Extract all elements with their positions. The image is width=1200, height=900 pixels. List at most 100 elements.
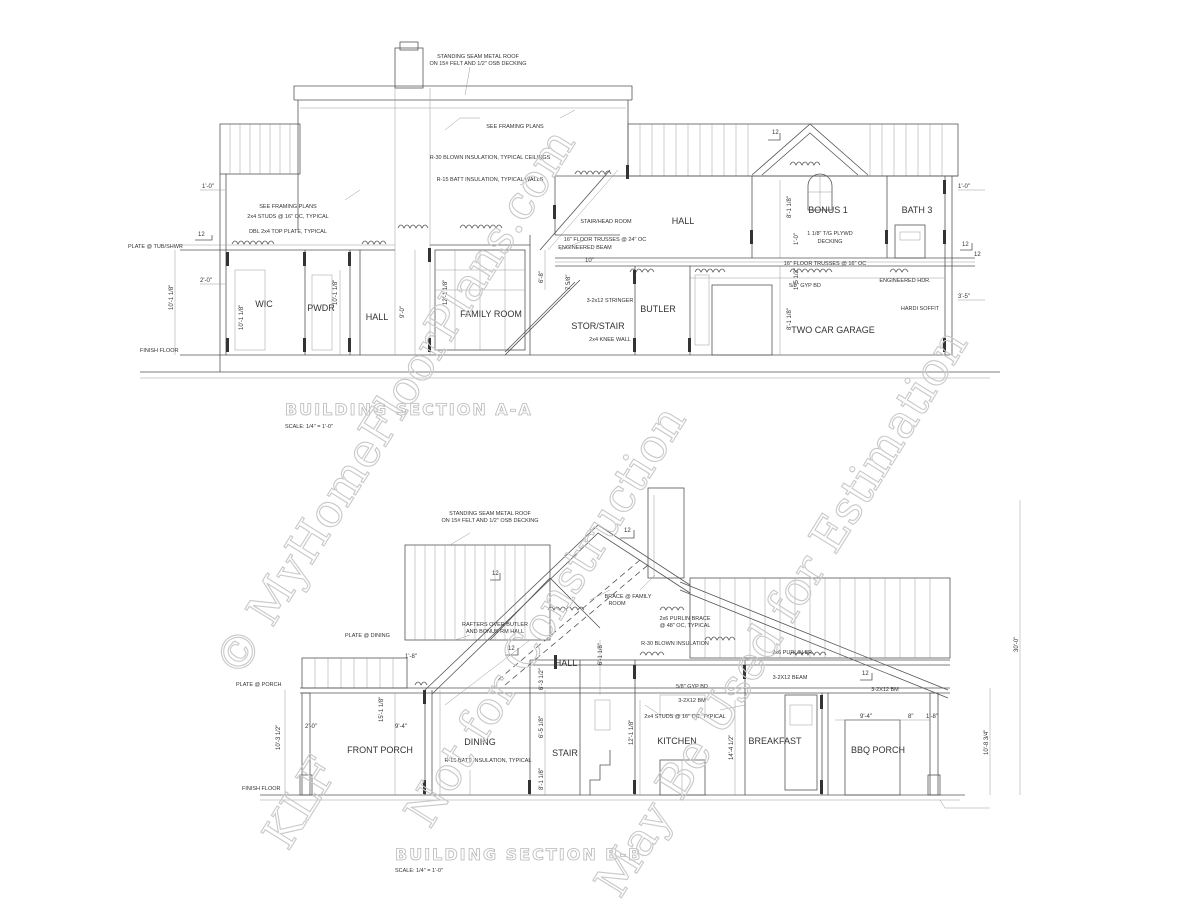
dim-b9: 8'-1 1/8" <box>539 768 545 790</box>
dim-a11: 8'-1 1/8" <box>787 308 793 330</box>
beam-note-b3: 3-2X12 BM <box>871 687 899 693</box>
section-a-scale: SCALE: 1/4" = 1'-0" <box>285 424 333 430</box>
section-a-drawing <box>140 41 1000 379</box>
top-plate-note: DBL 2x4 TOP PLATE, TYPICAL <box>249 229 327 235</box>
r15-note: R-15 BATT INSULATION, TYPICAL WALLS <box>437 177 544 183</box>
dim-a10: 8'-1 1/8" <box>787 196 793 218</box>
pitch-a3: 12 <box>962 242 969 248</box>
r30-note-b: R-30 BLOWN INSULATION <box>641 641 709 647</box>
room-stair: STAIR <box>552 748 578 758</box>
dim-b5: 10'-3 1/2" <box>276 725 282 750</box>
beam-note-b2: 3-2X12 BM <box>678 698 706 704</box>
framing-note-2: SEE FRAMING PLANS <box>259 204 317 210</box>
section-b-labels: STANDING SEAM METAL ROOF ON 15# FELT AND… <box>236 511 1020 874</box>
gyp-note: 5/8" GYP BD <box>789 283 821 289</box>
rafters-note: RAFTERS OVER BUTLER <box>462 622 528 628</box>
room-family: FAMILY ROOM <box>460 309 522 319</box>
purlin-note: 2x6 PURLIN BRACE <box>659 616 710 622</box>
room-wic: WIC <box>255 299 273 309</box>
dim-a15: 3'-5" <box>958 294 970 300</box>
room-breakfast: BREAKFAST <box>748 736 802 746</box>
purlin-br-note: 2x6 PURLIN BR. <box>772 650 814 656</box>
roof-note-2: ON 15# FELT AND 1/2" OSB DECKING <box>429 61 526 67</box>
trusses-note: 16" FLOOR TRUSSES @ 24" OC <box>564 237 646 243</box>
plate-porch-label: PLATE @ PORCH <box>236 682 282 688</box>
purlin-note-2: @ 48" OC, TYPICAL <box>660 623 711 629</box>
room-bath: BATH 3 <box>902 205 933 215</box>
eng-hdr-note: ENGINEERED HDR. <box>879 278 931 284</box>
pitch-b2: 12 <box>492 571 499 577</box>
dim-a7: 6'-8" <box>539 271 545 283</box>
brace-note: BRACE @ FAMILY <box>605 594 652 600</box>
roof-note-b: STANDING SEAM METAL ROOF <box>449 511 531 517</box>
room-hall: HALL <box>366 312 389 322</box>
r15-note-b: R-15 BATT INSULATION, TYPICAL <box>444 758 531 764</box>
dim-b6: 6'-3 1/2" <box>539 668 545 690</box>
room-upper-hall: HALL <box>672 216 695 226</box>
room-bonus: BONUS 1 <box>808 205 848 215</box>
dim-b2: 2'-0" <box>305 724 317 730</box>
dim-b1: 1'-8" <box>405 654 417 660</box>
floor-trusses-note: 16" FLOOR TRUSSES @ 16" OC <box>784 261 866 267</box>
pitch-a2: 12 <box>772 130 779 136</box>
pitch-b1: 12 <box>624 528 631 534</box>
dim-a2: 2'-0" <box>200 278 212 284</box>
dim-b11: 9'-4" <box>860 714 872 720</box>
section-b-title: BUILDING SECTION B-B <box>395 845 642 864</box>
knee-wall-note: 2x4 KNEE WALL <box>589 337 631 343</box>
dim-a6: 12'-1 1/8" <box>443 280 449 305</box>
dim-b14: 10'-8 3/4" <box>984 730 990 755</box>
watermark-line-3: May Be Used for Estimation <box>584 319 978 900</box>
stringer-note: 3-2x12 STRINGER <box>587 298 634 304</box>
dim-a3: 10'-1 1/8" <box>169 285 175 310</box>
section-a-labels: STANDING SEAM METAL ROOF ON 15# FELT AND… <box>128 54 981 430</box>
dim-a16: 10'-1 1/8" <box>239 305 245 330</box>
plate-tub-label: PLATE @ TUB/SHWR <box>128 244 183 250</box>
beam-note: ENGINEERED BEAM <box>558 245 612 251</box>
dim-b8: 12'-1 1/8" <box>629 720 635 745</box>
dim-b16: 6'-1 1/8" <box>598 643 604 665</box>
dim-a1: 1'-0" <box>202 184 214 190</box>
framing-note: SEE FRAMING PLANS <box>486 124 544 130</box>
dim-a9: 10" <box>585 258 594 264</box>
section-b-drawing <box>260 487 1021 809</box>
dim-b4: 9'-4" <box>395 724 407 730</box>
dim-a14: 1'-0" <box>958 184 970 190</box>
section-b-scale: SCALE: 1/4" = 1'-0" <box>395 868 443 874</box>
plate-dining-label: PLATE @ DINING <box>345 633 390 639</box>
room-kitchen: KITCHEN <box>657 736 697 746</box>
dim-b7: 6'-5 1/8" <box>539 716 545 738</box>
gyp-note-b: 5/8" GYP BD <box>676 684 708 690</box>
room-butler: BUTLER <box>640 304 676 314</box>
pitch-a4: 12 <box>974 252 981 258</box>
room-dining: DINING <box>464 737 496 747</box>
room-front-porch: FRONT PORCH <box>347 745 413 755</box>
watermark-line-4: KLF <box>252 747 349 858</box>
studs-note-b: 2x4 STUDS @ 16" OC, TYPICAL <box>644 714 725 720</box>
rafters-note-2: AND BONUS RM HALL <box>466 629 524 635</box>
decking-note: DECKING <box>817 239 842 245</box>
soffit-note: HARDI SOFFIT <box>901 306 940 312</box>
r30-note: R-30 BLOWN INSULATION, TYPICAL CEILINGS <box>430 155 551 161</box>
pitch-b4: 12 <box>862 671 869 677</box>
room-stor-stair: STOR/STAIR <box>571 321 625 331</box>
pitch-a1: 12 <box>198 232 205 238</box>
room-hall-b: HALL <box>555 658 578 668</box>
dim-a4: 10'-1 1/8" <box>333 280 339 305</box>
dim-b3: 15'-1 1/8" <box>379 697 385 722</box>
roof-note-b-2: ON 15# FELT AND 1/2" OSB DECKING <box>441 518 538 524</box>
finish-floor-label: FINISH FLOOR <box>140 348 179 354</box>
stair-head-note: STAIR/HEAD ROOM <box>580 219 632 225</box>
dim-b10: 14'-4 1/2" <box>729 735 735 760</box>
room-garage: TWO CAR GARAGE <box>791 325 875 335</box>
dim-b15: 30'-0" <box>1014 637 1020 652</box>
dim-a5: 9'-0" <box>400 306 406 318</box>
finish-floor-label-b: FINISH FLOOR <box>242 786 281 792</box>
beam-note-b: 3-2X12 BEAM <box>773 675 808 681</box>
room-pwdr: PWDR <box>307 303 335 313</box>
pitch-b3: 12 <box>508 646 515 652</box>
dim-a8: 7 5/8" <box>566 275 572 290</box>
studs-note: 2x4 STUDS @ 16" OC, TYPICAL <box>247 214 328 220</box>
roof-note: STANDING SEAM METAL ROOF <box>437 54 519 60</box>
